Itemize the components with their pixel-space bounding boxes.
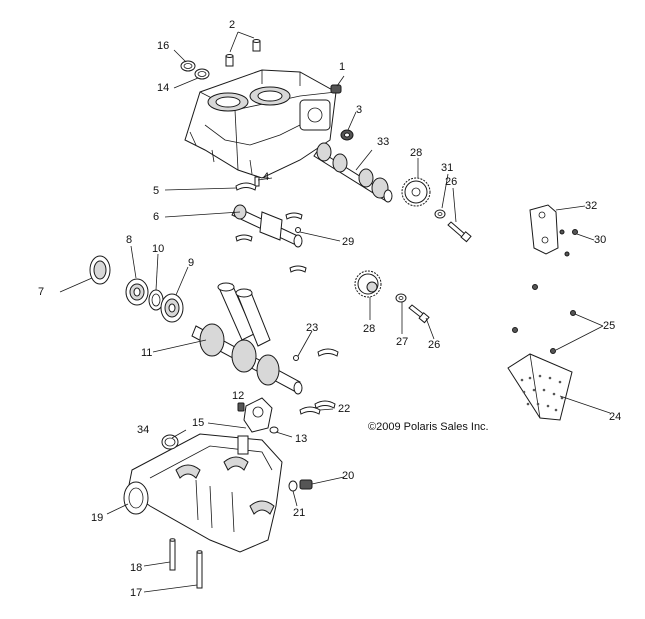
callout-13[interactable]: 13 [295,433,308,445]
callout-6[interactable]: 6 [153,211,160,223]
callout-12[interactable]: 12 [232,390,245,402]
o-ring-13[interactable] [269,426,279,434]
washer-30[interactable] [434,209,446,219]
stud-17[interactable] [196,550,203,589]
callout-14[interactable]: 14 [157,82,170,94]
callout-24[interactable]: 24 [609,411,622,423]
callout-28-upper[interactable]: 28 [410,147,423,159]
callout-5[interactable]: 5 [153,185,160,197]
callout-29[interactable]: 29 [342,236,355,248]
callout-4[interactable]: 4 [263,171,270,183]
stud-18[interactable] [169,538,176,571]
balance-shaft[interactable] [231,204,307,273]
cover-plate-32[interactable] [529,204,559,255]
callout-21[interactable]: 21 [293,507,306,519]
plug-1[interactable] [330,84,342,94]
callout-17[interactable]: 17 [130,587,143,599]
bolt-26-upper[interactable] [447,221,472,243]
main-bearing-shell-5[interactable] [235,182,257,191]
copyright-notice: ©2009 Polaris Sales Inc. [368,421,489,433]
callout-20[interactable]: 20 [342,470,355,482]
leader-lines [59,31,611,593]
cam-gear[interactable] [401,177,431,207]
pin-23[interactable] [293,355,299,361]
pin-29[interactable] [295,227,301,233]
upper-crankcase[interactable] [184,69,337,179]
con-rod-bearing-upper[interactable] [317,348,339,357]
callout-15[interactable]: 15 [192,417,205,429]
dowel-pins[interactable] [225,39,261,67]
callout-33[interactable]: 33 [377,136,390,148]
callout-32[interactable]: 32 [585,200,598,212]
callout-3[interactable]: 3 [356,104,363,116]
callout-7[interactable]: 7 [38,286,45,298]
washer-21[interactable] [288,480,298,492]
lower-crankcase[interactable] [123,433,283,553]
seal-ring-14[interactable] [194,68,210,80]
callout-10[interactable]: 10 [152,243,165,255]
screw-12[interactable] [237,402,245,412]
screws-31[interactable] [559,229,578,257]
callout-26-upper[interactable]: 26 [445,176,458,188]
callout-22[interactable]: 22 [338,403,351,415]
pin-4[interactable] [254,176,260,187]
callout-25[interactable]: 25 [603,320,616,332]
callout-27[interactable]: 27 [396,336,409,348]
callout-18[interactable]: 18 [130,562,143,574]
oil-seal-7[interactable] [89,255,111,285]
callout-30[interactable]: 31 [441,162,454,174]
oil-screen-24[interactable] [507,353,573,421]
callout-1[interactable]: 1 [339,61,346,73]
bolts-25[interactable] [512,284,576,354]
bearing-9[interactable] [160,293,184,323]
oil-pump-15[interactable] [243,397,273,433]
crankshaft-assembly[interactable] [191,282,303,395]
callout-2[interactable]: 2 [229,19,236,31]
camshaft[interactable] [313,142,393,203]
callout-31[interactable]: 30 [594,234,607,246]
callout-16[interactable]: 16 [157,40,170,52]
bushing-3[interactable] [340,129,354,141]
callout-8[interactable]: 8 [126,234,133,246]
callout-26-lower[interactable]: 26 [428,339,441,351]
callout-23[interactable]: 23 [306,322,319,334]
callout-19[interactable]: 19 [91,512,104,524]
seal-ring-16[interactable] [180,60,196,72]
drain-plug-20[interactable] [299,479,313,490]
callout-9[interactable]: 9 [188,257,195,269]
callout-34[interactable]: 34 [137,424,150,436]
washer-27[interactable] [395,293,407,303]
seal-34[interactable] [161,434,179,450]
drive-gear[interactable] [354,270,382,298]
callout-11[interactable]: 11 [141,347,153,359]
callout-28-lower[interactable]: 28 [363,323,376,335]
bearing-8[interactable] [125,278,149,306]
con-rod-bearing-22[interactable] [299,400,336,415]
bolt-26-lower[interactable] [408,304,430,324]
